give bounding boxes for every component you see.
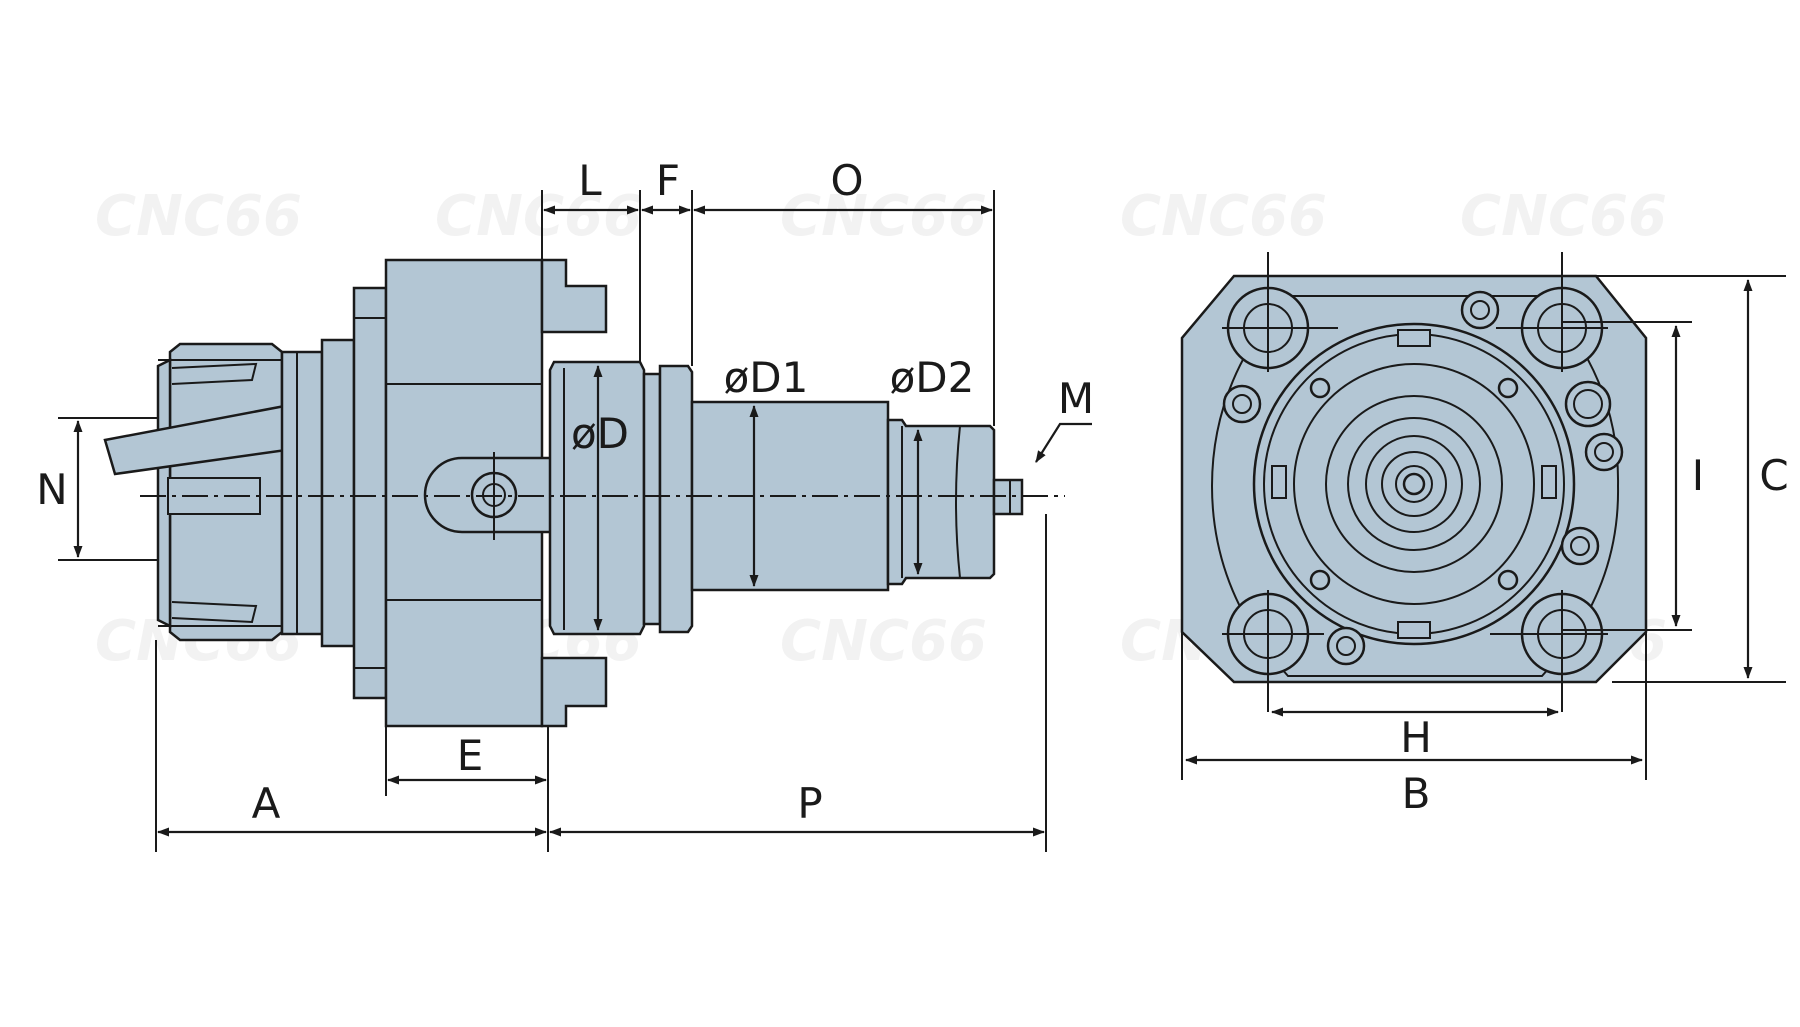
label-P: P — [797, 779, 822, 828]
label-L: L — [578, 156, 602, 205]
label-B: B — [1402, 769, 1431, 818]
bolt-hole — [1222, 590, 1324, 712]
watermark-text: CNC66 — [780, 184, 987, 249]
watermark-text: CNC66 — [1120, 184, 1327, 249]
lower-clamp — [540, 656, 608, 728]
watermark-text: CNC66 — [1460, 184, 1667, 249]
center-bore — [1402, 472, 1426, 496]
shoulder-ring — [642, 372, 662, 626]
watermark-text: CNC66 — [780, 609, 987, 674]
side-dimensions: L F O øD øD1 øD2 M N E A — [36, 156, 1094, 852]
collar-ring — [320, 338, 356, 648]
label-N: N — [36, 465, 67, 514]
spindle-d2 — [886, 418, 996, 586]
bolt-hole — [1222, 252, 1338, 372]
watermark-text: CNC66 — [95, 184, 302, 249]
label-E: E — [457, 731, 484, 780]
label-D: øD — [571, 409, 629, 458]
shoulder-ring — [658, 364, 694, 634]
label-I: I — [1692, 451, 1704, 500]
front-dimensions: I C H B — [1181, 275, 1789, 818]
front-view — [1180, 252, 1648, 712]
label-F: F — [656, 156, 680, 205]
label-A: A — [252, 779, 281, 828]
label-D2: øD2 — [890, 353, 975, 402]
dimension-M — [1035, 422, 1092, 463]
label-C: C — [1759, 451, 1788, 500]
bolt-hole — [1496, 252, 1608, 372]
upper-clamp — [540, 258, 608, 334]
bolt-hole — [1490, 590, 1608, 712]
label-D1: øD1 — [724, 353, 809, 402]
collar-ring — [352, 286, 388, 700]
watermark-text: CNC66 — [435, 184, 642, 249]
label-H: H — [1400, 713, 1432, 762]
collar-ring — [280, 350, 324, 636]
label-O: O — [830, 156, 863, 205]
label-M: M — [1058, 374, 1094, 423]
